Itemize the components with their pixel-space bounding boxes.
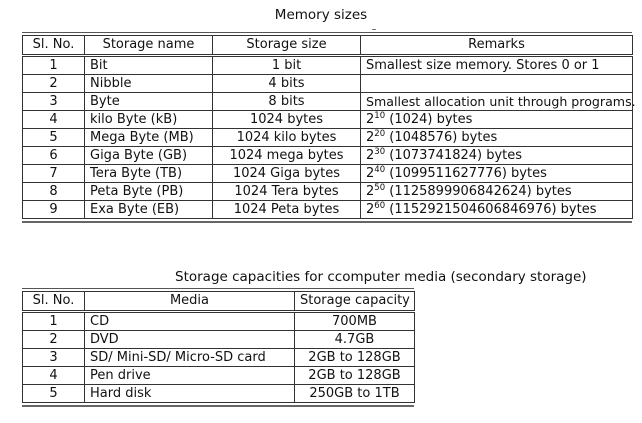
- power-value: (1099511627776) bytes: [385, 166, 547, 181]
- header-sl-no: Sl. No.: [22, 35, 85, 56]
- power-exponent: 60: [374, 201, 386, 211]
- cell-size: 1024 mega bytes: [212, 146, 361, 165]
- header-storage-name: Storage name: [84, 35, 213, 56]
- power-base: 2: [366, 148, 375, 163]
- cell-size: 4 bits: [212, 74, 361, 93]
- table-bottom-rule: [22, 221, 632, 223]
- cell-remark: 250 (1125899906842624) bytes: [360, 182, 633, 201]
- cell-sl: 8: [22, 182, 85, 201]
- cell-sl: 4: [22, 366, 85, 385]
- cell-media: CD: [84, 311, 295, 331]
- power-exponent: 30: [374, 147, 386, 157]
- power-value: (1048576) bytes: [385, 130, 498, 145]
- header-media: Media: [84, 291, 295, 312]
- cell-remark: 220 (1048576) bytes: [360, 128, 633, 147]
- cell-name: Byte: [84, 92, 213, 111]
- cell-name: Tera Byte (TB): [84, 164, 213, 183]
- table-row: 3 Byte 8 bits Smallest allocation unit t…: [22, 92, 636, 111]
- cell-name: Nibble: [84, 74, 213, 93]
- cell-capacity: 4.7GB: [294, 330, 415, 349]
- table-row: 3 SD/ Mini-SD/ Micro-SD card 2GB to 128G…: [22, 348, 415, 367]
- table-bottom-rule: [22, 405, 414, 407]
- cell-media: SD/ Mini-SD/ Micro-SD card: [84, 348, 295, 367]
- power-base: 2: [366, 112, 375, 127]
- power-value: (1073741824) bytes: [385, 148, 523, 163]
- table-header-row: Sl. No. Storage name Storage size Remark…: [22, 35, 633, 56]
- cell-sl: 1: [22, 311, 85, 331]
- cell-remark: 230 (1073741824) bytes: [360, 146, 633, 165]
- table-header-row: Sl. No. Media Storage capacity: [22, 291, 415, 312]
- cell-sl: 6: [22, 146, 85, 165]
- cell-sl: 2: [22, 74, 85, 93]
- memory-sizes-table: Sl. No. Storage name Storage size Remark…: [22, 32, 636, 223]
- cell-media: Pen drive: [84, 366, 295, 385]
- header-sl-no: Sl. No.: [22, 291, 85, 312]
- header-remarks: Remarks: [360, 35, 633, 56]
- cell-capacity: 2GB to 128GB: [294, 366, 415, 385]
- cell-size: 8 bits: [212, 92, 361, 111]
- table-row: 8 Peta Byte (PB) 1024 Tera bytes 250 (11…: [22, 182, 633, 201]
- power-exponent: 50: [374, 183, 386, 193]
- table-row: 2 Nibble 4 bits: [22, 74, 633, 93]
- cell-sl: 4: [22, 110, 85, 129]
- cell-sl: 5: [22, 128, 85, 147]
- cell-sl: 2: [22, 330, 85, 349]
- cell-name: Peta Byte (PB): [84, 182, 213, 201]
- cell-sl: 5: [22, 384, 85, 403]
- header-storage-capacity: Storage capacity: [294, 291, 415, 312]
- power-base: 2: [366, 130, 375, 145]
- cell-size: 1024 Giga bytes: [212, 164, 361, 183]
- cell-name: Exa Byte (EB): [84, 200, 213, 219]
- cell-size: 1024 kilo bytes: [212, 128, 361, 147]
- cell-size: 1024 Tera bytes: [212, 182, 361, 201]
- power-exponent: 10: [374, 111, 386, 121]
- cell-remark: 260 (1152921504606846976) bytes: [360, 200, 633, 219]
- cell-capacity: 2GB to 128GB: [294, 348, 415, 367]
- media-table-caption: Storage capacities for ccomputer media (…: [175, 269, 587, 285]
- table-row: 1 CD 700MB: [22, 311, 415, 331]
- table-row: 2 DVD 4.7GB: [22, 330, 415, 349]
- cell-name: Giga Byte (GB): [84, 146, 213, 165]
- cell-capacity: 250GB to 1TB: [294, 384, 415, 403]
- cell-sl: 7: [22, 164, 85, 183]
- cell-name: Bit: [84, 55, 213, 75]
- cell-capacity: 700MB: [294, 311, 415, 331]
- cell-media: DVD: [84, 330, 295, 349]
- cell-name: kilo Byte (kB): [84, 110, 213, 129]
- media-capacity-table: Sl. No. Media Storage capacity 1 CD 700M…: [22, 288, 415, 407]
- table-row: 4 Pen drive 2GB to 128GB: [22, 366, 415, 385]
- power-exponent: 20: [374, 129, 386, 139]
- power-value: (1152921504606846976) bytes: [385, 202, 597, 217]
- cell-media: Hard disk: [84, 384, 295, 403]
- cell-name: Mega Byte (MB): [84, 128, 213, 147]
- power-base: 2: [366, 202, 375, 217]
- header-storage-size: Storage size: [212, 35, 361, 56]
- cell-size: 1024 Peta bytes: [212, 200, 361, 219]
- cell-remark: [360, 74, 633, 93]
- table-row: 5 Mega Byte (MB) 1024 kilo bytes 220 (10…: [22, 128, 633, 147]
- power-value: (1024) bytes: [385, 112, 473, 127]
- table-row: 7 Tera Byte (TB) 1024 Giga bytes 240 (10…: [22, 164, 633, 183]
- cell-sl: 3: [22, 348, 85, 367]
- cell-size: 1024 bytes: [212, 110, 361, 129]
- table-row: 1 Bit 1 bit Smallest size memory. Stores…: [22, 55, 633, 75]
- cell-sl: 9: [22, 200, 85, 219]
- cell-size: 1 bit: [212, 55, 361, 75]
- power-value: (1125899906842624) bytes: [385, 184, 572, 199]
- cell-remark: 240 (1099511627776) bytes: [360, 164, 633, 183]
- cell-sl: 3: [22, 92, 85, 111]
- table-row: 4 kilo Byte (kB) 1024 bytes 210 (1024) b…: [22, 110, 633, 129]
- power-base: 2: [366, 166, 375, 181]
- cell-sl: 1: [22, 55, 85, 75]
- table-row: 9 Exa Byte (EB) 1024 Peta bytes 260 (115…: [22, 200, 633, 219]
- cell-remark: 210 (1024) bytes: [360, 110, 633, 129]
- table-row: 6 Giga Byte (GB) 1024 mega bytes 230 (10…: [22, 146, 633, 165]
- cell-remark: Smallest allocation unit through program…: [360, 92, 636, 111]
- cell-remark: Smallest size memory. Stores 0 or 1: [360, 55, 633, 75]
- power-base: 2: [366, 184, 375, 199]
- memory-table-caption: Memory sizes: [274, 7, 368, 23]
- stray-mark: [372, 29, 376, 30]
- table-row: 5 Hard disk 250GB to 1TB: [22, 384, 415, 403]
- power-exponent: 40: [374, 165, 386, 175]
